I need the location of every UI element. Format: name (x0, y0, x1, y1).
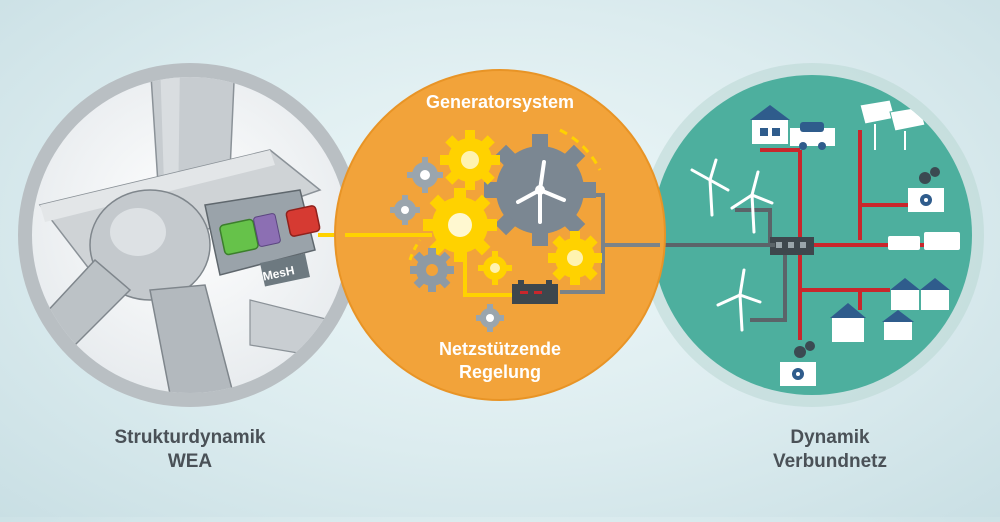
gear-icon (407, 157, 443, 193)
nacelle-logo: MesH (261, 263, 295, 283)
generator-system-circle (334, 69, 666, 401)
structural-dynamics-caption: Strukturdynamik WEA (80, 426, 300, 474)
left-caption-line1: Strukturdynamik (114, 427, 266, 448)
turbine-gear-icon (484, 134, 596, 246)
wind-turbine-icon (730, 170, 774, 234)
gear-icon (478, 251, 512, 285)
house-with-car-icon (750, 105, 835, 150)
right-caption-line1: Dynamik (790, 427, 870, 448)
gear-icon (476, 304, 504, 332)
grid-dynamics-caption: Dynamik Verbundnetz (720, 426, 940, 474)
nuclear-plant-icon (908, 167, 944, 212)
wind-turbine-icon (690, 158, 730, 217)
storage-tank-icon (888, 232, 960, 250)
converter-box-icon (512, 280, 558, 304)
nuclear-plant-icon (780, 341, 816, 386)
wind-turbine-icon (716, 268, 762, 332)
right-caption-line2: Verbundnetz (772, 451, 887, 472)
grid-dynamics-circle (640, 63, 984, 407)
structural-dynamics-circle: MesH (18, 63, 362, 407)
turbine-hub-illustration: MesH (32, 77, 341, 393)
grid-support-line1: Netzstützende (438, 339, 561, 359)
grid-support-control-label: Netzstützende Regelung (390, 338, 610, 384)
power-grid-illustration (690, 99, 960, 386)
gear-icon (548, 231, 602, 285)
grid-support-line2: Regelung (458, 362, 541, 382)
gear-icon (410, 248, 454, 292)
generator-system-title: Generatorsystem (425, 92, 575, 112)
dashed-arc (559, 128, 602, 171)
houses-icon (830, 278, 950, 342)
gear-icon (390, 195, 420, 225)
left-caption-line2: WEA (167, 451, 213, 472)
gear-icon (440, 130, 500, 190)
